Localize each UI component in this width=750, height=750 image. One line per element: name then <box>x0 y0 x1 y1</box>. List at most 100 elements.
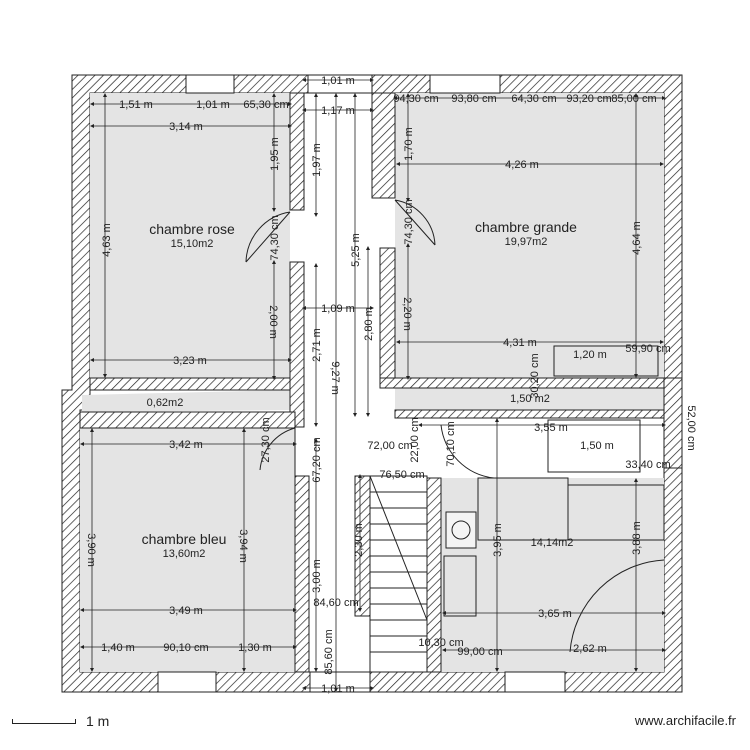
floor-bath <box>432 478 664 672</box>
dim-label: 4,64 m <box>631 221 643 255</box>
dim-label: 93,80 cm <box>451 93 496 105</box>
dim-label: 1,70 m <box>403 127 415 161</box>
dim-label: 64,30 cm <box>511 93 556 105</box>
dim-label: 1,50 m <box>580 440 614 452</box>
door-swing-bath-big <box>569 559 665 653</box>
dim-label: 52,00 cm <box>685 405 697 450</box>
dim-label: 3,42 m <box>169 439 203 451</box>
dim-label: 1,51 m <box>119 99 153 111</box>
dim-label: 2,71 m <box>311 328 323 362</box>
scale-label: 1 m <box>86 713 110 729</box>
interior-walls <box>79 92 683 673</box>
dim-label: 3,00 m <box>311 559 323 593</box>
window-top-grande <box>429 74 501 94</box>
dim-label: 1,17 m <box>321 105 355 117</box>
scale-bar <box>12 719 76 724</box>
dim-label: 3,14 m <box>169 121 203 133</box>
room-area: 15,10m2 <box>171 238 214 250</box>
dim-label: 3,88 m <box>631 521 643 555</box>
dim-label: 99,00 cm <box>457 646 502 658</box>
dim-label: 70,10 cm <box>445 421 457 466</box>
floor-chambre-grande <box>395 93 664 378</box>
site-watermark: www.archifacile.fr <box>634 713 736 728</box>
floor-chambre-rose <box>90 93 290 378</box>
dim-label: 65,30 cm <box>243 99 288 111</box>
floor-corridor-left <box>82 390 290 412</box>
dim-label: 1,97 m <box>311 143 323 177</box>
dim-label: 3,55 m <box>534 422 568 434</box>
dim-label: 1,95 m <box>269 137 281 171</box>
room-area: 19,97m2 <box>505 236 548 248</box>
dim-label: 3,94 m <box>237 529 249 563</box>
dim-label: 90,10 cm <box>163 642 208 654</box>
sink-area <box>443 555 477 617</box>
openings <box>157 74 665 693</box>
dim-label: 76,50 cm <box>379 469 424 481</box>
dim-label: 9,27 m <box>329 361 341 395</box>
closet-grande <box>553 345 659 377</box>
area-label: 14,14m2 <box>531 537 574 549</box>
wall-left-corridor-mid <box>289 261 305 428</box>
dim-label: 1,40 m <box>101 642 135 654</box>
wall-bath-right-upper <box>663 377 683 469</box>
dim-label: 22,00 cm <box>409 417 421 462</box>
dim-label: 72,00 cm <box>367 440 412 452</box>
door-swing-rose <box>245 211 291 263</box>
dimension-labels-vertical: 4,63 m 1,95 m 74,30 cm 2,00 m 1,97 m 5,2… <box>85 127 697 674</box>
dim-label: 1,09 m <box>321 303 355 315</box>
dim-label: 93,20 cm <box>566 93 611 105</box>
dim-label: 4,26 m <box>505 159 539 171</box>
cabinet-bath-2 <box>567 484 665 541</box>
dim-label: 3,95 m <box>492 523 504 557</box>
shower-area <box>547 419 641 473</box>
dim-label: 2,62 m <box>573 643 607 655</box>
dim-label: 2,30 m <box>353 523 365 557</box>
wall-left-corridor-low <box>294 475 310 673</box>
dim-label: 4,63 m <box>101 223 113 257</box>
dim-label: 10,30 cm <box>418 637 463 649</box>
dim-label: 3,23 m <box>173 355 207 367</box>
area-label: 0,62m2 <box>147 397 184 409</box>
dimension-lines <box>80 78 666 692</box>
dim-label: 1,01 m <box>196 99 230 111</box>
dim-label: 74,30 cm <box>269 215 281 260</box>
dim-label: 85,60 cm <box>323 629 335 674</box>
dim-label: 33,40 cm <box>625 459 670 471</box>
dim-label: 3,90 m <box>85 533 97 567</box>
dim-label: 94,30 cm <box>393 93 438 105</box>
wall-corridor-right-bottom <box>394 409 665 419</box>
dim-label: 59,90 cm <box>625 343 670 355</box>
wall-grande-bottom <box>379 377 665 389</box>
floor-corridor-right <box>395 388 664 410</box>
wall-bleu-top <box>79 411 296 429</box>
floors <box>80 93 664 672</box>
stairs <box>369 475 428 673</box>
door-swing-bath <box>440 424 495 479</box>
dim-label: 67,20 cm <box>311 437 323 482</box>
room-area: 13,60m2 <box>163 548 206 560</box>
dim-label: 2,20 m <box>401 297 413 331</box>
room-labels: chambre rose 15,10m2 chambre grande 19,9… <box>142 219 578 560</box>
dim-label: 1,20 m <box>573 349 607 361</box>
wall-rose-bottom <box>89 377 291 391</box>
area-label: 1,50 m2 <box>510 393 550 405</box>
dim-label: 84,60 cm <box>313 597 358 609</box>
dimension-labels: 1,01 m 1,17 m 1,51 m 1,01 m 65,30 cm 3,1… <box>101 75 670 695</box>
dim-label: 1,01 m <box>321 75 355 87</box>
window-bottom-bath <box>504 671 566 693</box>
wall-left-corridor-top <box>289 92 305 211</box>
stair-diagonal <box>369 475 428 621</box>
wall-right-corridor-top <box>371 92 396 199</box>
floor-chambre-bleu <box>80 428 295 672</box>
dim-label: 2,00 m <box>267 305 279 339</box>
dim-label: 1,30 m <box>238 642 272 654</box>
stair-block <box>369 475 428 673</box>
room-name: chambre rose <box>149 221 235 237</box>
washing-machine-drum <box>451 520 471 540</box>
wall-right-corridor-mid <box>379 247 396 379</box>
window-top-rose <box>185 74 235 94</box>
dim-label: 4,31 m <box>503 337 537 349</box>
dim-label: 3,65 m <box>538 608 572 620</box>
room-name: chambre grande <box>475 219 577 235</box>
